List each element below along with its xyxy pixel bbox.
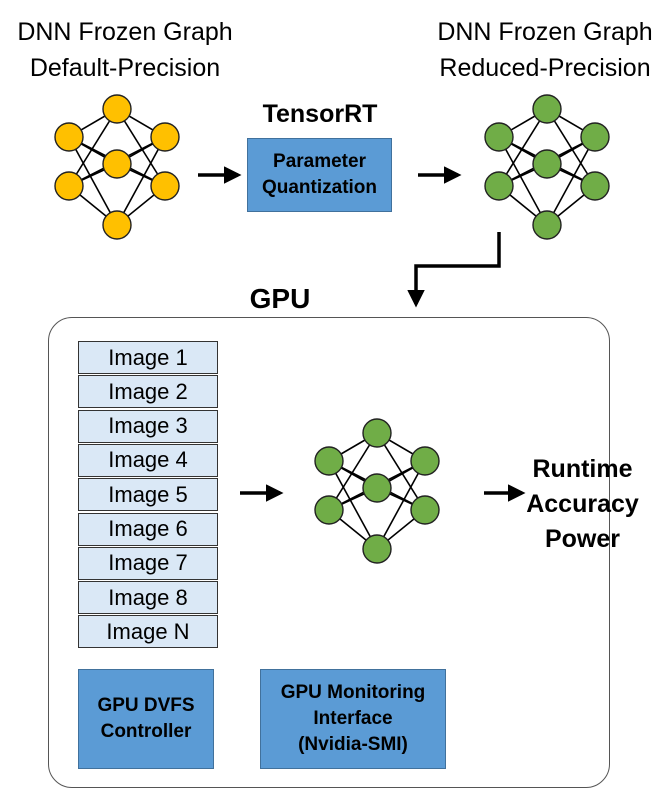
image-item: Image 5 <box>78 478 218 512</box>
network-edge <box>376 432 426 511</box>
gpu-label: GPU <box>249 283 311 314</box>
gpu-neural-network <box>314 418 440 564</box>
image-item: Image 4 <box>78 443 218 477</box>
network-node <box>102 149 132 179</box>
network-node <box>362 418 392 448</box>
gpu-monitoring-line2: Interface <box>313 708 393 729</box>
outputs-list: Runtime Accuracy Power <box>515 452 650 557</box>
output-power: Power <box>544 525 621 553</box>
network-node <box>102 210 132 240</box>
network-node <box>362 473 392 503</box>
input-graph-title-line2: Default-Precision <box>29 54 221 82</box>
tensorrt-label: TensorRT <box>262 100 378 128</box>
gpu-dvfs-controller-box: GPU DVFS Controller <box>78 669 214 769</box>
output-accuracy: Accuracy <box>526 490 639 518</box>
input-graph-title-line1: DNN Frozen Graph <box>17 18 233 46</box>
network-node <box>532 210 562 240</box>
parameter-quantization-line2: Quantization <box>261 177 378 198</box>
network-edge <box>546 136 596 226</box>
input-neural-network <box>54 94 180 240</box>
image-item: Image 6 <box>78 512 218 546</box>
image-item: Image N <box>78 615 218 649</box>
gpu-dvfs-line2: Controller <box>100 721 192 742</box>
network-node <box>532 149 562 179</box>
network-edge <box>498 108 548 187</box>
output-runtime: Runtime <box>532 455 633 483</box>
network-edge <box>116 108 166 187</box>
input-graph-title: DNN Frozen Graph Default-Precision <box>0 14 250 86</box>
gpu-monitoring-interface-box: GPU Monitoring Interface (Nvidia-SMI) <box>260 669 446 769</box>
output-graph-title-line2: Reduced-Precision <box>439 54 651 82</box>
gpu-container <box>48 317 610 788</box>
network-node <box>410 495 440 525</box>
network-node <box>102 94 132 124</box>
image-item: Image 3 <box>78 409 218 443</box>
network-edge <box>328 432 378 511</box>
network-node <box>314 495 344 525</box>
network-edge <box>546 108 596 187</box>
network-edge <box>328 460 378 550</box>
network-edge <box>498 136 548 226</box>
network-edge <box>376 460 426 550</box>
gpu-dvfs-line1: GPU DVFS <box>97 695 195 716</box>
network-edge <box>68 108 118 187</box>
image-item: Image 7 <box>78 546 218 580</box>
network-edge <box>68 136 118 226</box>
network-node <box>532 94 562 124</box>
output-graph-title: DNN Frozen Graph Reduced-Precision <box>425 14 665 86</box>
network-node <box>54 122 84 152</box>
network-node <box>54 171 84 201</box>
parameter-quantization-line1: Parameter <box>273 151 366 172</box>
gpu-monitoring-line3: (Nvidia-SMI) <box>298 734 408 755</box>
image-item: Image 2 <box>78 375 218 409</box>
network-node <box>362 534 392 564</box>
network-node <box>484 122 514 152</box>
gpu-monitoring-line1: GPU Monitoring <box>280 682 426 703</box>
network-edge <box>116 136 166 226</box>
network-node <box>150 122 180 152</box>
network-node <box>314 446 344 476</box>
output-neural-network <box>484 94 610 240</box>
image-item: Image 8 <box>78 581 218 615</box>
network-node <box>580 171 610 201</box>
network-node <box>150 171 180 201</box>
network-node <box>580 122 610 152</box>
network-node <box>484 171 514 201</box>
parameter-quantization-box: Parameter Quantization <box>247 138 392 212</box>
network-node <box>410 446 440 476</box>
image-item: Image 1 <box>78 341 218 374</box>
arrow-to-gpu <box>407 232 501 308</box>
output-graph-title-line1: DNN Frozen Graph <box>437 18 653 46</box>
